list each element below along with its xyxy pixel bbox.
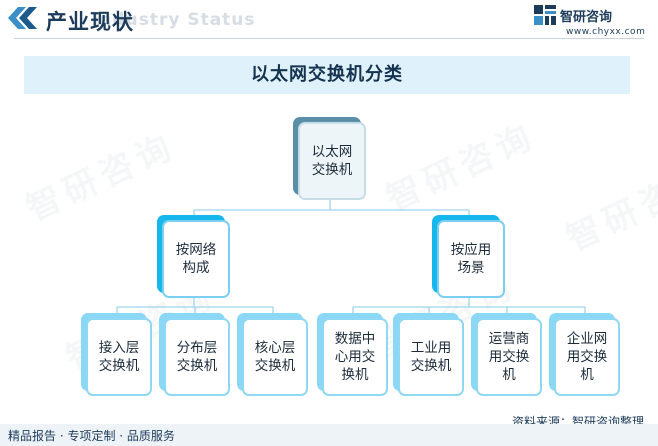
node-leaf-label: 接入层交换机 (86, 318, 152, 396)
node-leaf-core: 核心层交换机 (237, 313, 308, 396)
header-divider (14, 38, 644, 39)
diagram-title-banner: 以太网交换机分类 (24, 56, 630, 94)
node-root-label: 以太网交换机 (298, 122, 366, 200)
brand-url: www.chyxx.com (566, 27, 646, 37)
node-leaf-label: 企业网用交换机 (554, 318, 620, 396)
node-leaf-label: 分布层交换机 (164, 318, 230, 396)
brand-block: 智研咨询 www.chyxx.com (534, 4, 646, 38)
node-leaf-label: 工业用交换机 (398, 318, 464, 396)
node-leaf-datacenter: 数据中心用交换机 (317, 313, 388, 396)
node-leaf-distribution: 分布层交换机 (159, 313, 230, 396)
node-leaf-access: 接入层交换机 (81, 313, 152, 396)
node-leaf-label: 数据中心用交换机 (322, 318, 388, 396)
node-leaf-industrial: 工业用交换机 (393, 313, 464, 396)
node-branch-scenario: 按应用场景 (432, 215, 505, 298)
node-leaf-enterprise: 企业网用交换机 (549, 313, 620, 396)
brand-name: 智研咨询 (560, 10, 613, 25)
brand-logo-icon (534, 5, 556, 25)
header-ghost-text: Industry Status (92, 10, 256, 30)
page-footer: 精品报告 · 专项定制 · 品质服务 (0, 424, 658, 446)
page-title: 产业现状 (46, 10, 134, 34)
node-branch-network: 按网络构成 (157, 215, 230, 298)
page-header: Industry Status 产业现状 智研咨询 www.chyxx.com (0, 0, 658, 40)
node-branch-label: 按应用场景 (437, 220, 505, 298)
node-root: 以太网交换机 (293, 117, 366, 200)
node-leaf-label: 核心层交换机 (242, 318, 308, 396)
node-branch-label: 按网络构成 (162, 220, 230, 298)
node-leaf-label: 运营商用交换机 (476, 318, 542, 396)
double-chevron-icon (8, 7, 37, 29)
footer-tagline: 精品报告 · 专项定制 · 品质服务 (8, 429, 175, 443)
node-leaf-carrier: 运营商用交换机 (471, 313, 542, 396)
